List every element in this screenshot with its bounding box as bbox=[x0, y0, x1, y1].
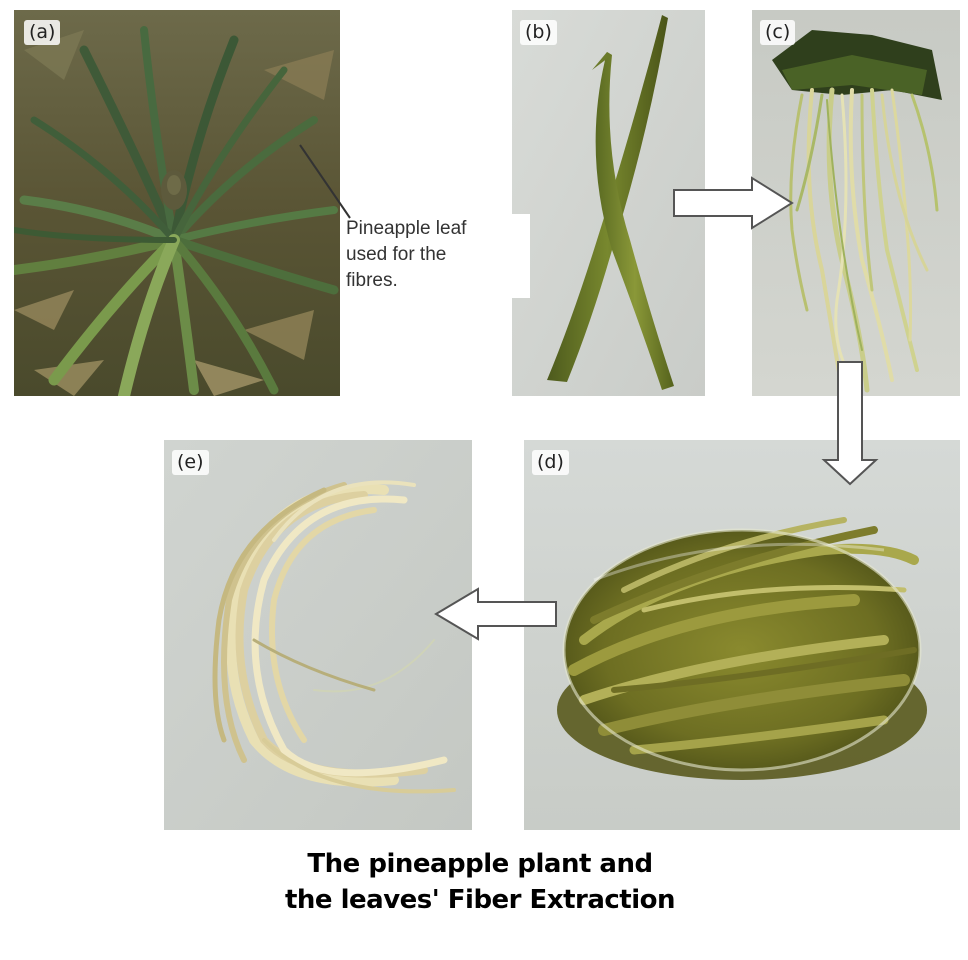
panel-b-pineapple-leaves: (b) bbox=[512, 10, 705, 396]
panel-c-label: (c) bbox=[760, 20, 796, 45]
annotation-line-2: used for the bbox=[346, 244, 447, 265]
figure-caption: The pineapple plant and the leaves' Fibe… bbox=[200, 846, 760, 918]
annotation-line-3: fibres. bbox=[346, 270, 398, 291]
scraped-leaf-fibers-image bbox=[752, 10, 960, 396]
panel-c-scraped-leaf-fibers: (c) bbox=[752, 10, 960, 396]
extracted-fibers-image bbox=[164, 440, 472, 830]
panel-a-pineapple-plant: (a) bbox=[14, 10, 340, 396]
caption-line-2: the leaves' Fiber Extraction bbox=[284, 885, 676, 915]
pineapple-leaves-image bbox=[512, 10, 705, 396]
panel-d-label: (d) bbox=[532, 450, 569, 475]
pineapple-plant-image bbox=[14, 10, 340, 396]
panel-b-label: (b) bbox=[520, 20, 557, 45]
panel-e-extracted-fibers: (e) bbox=[164, 440, 472, 830]
retting-dish-image bbox=[524, 440, 960, 830]
panel-a-label: (a) bbox=[24, 20, 61, 45]
panel-d-retting-dish: (d) bbox=[524, 440, 960, 830]
pineapple-leaf-annotation: Pineapple leaf used for the fibres. bbox=[340, 214, 530, 298]
caption-line-1: The pineapple plant and bbox=[307, 849, 653, 879]
panel-e-label: (e) bbox=[172, 450, 209, 475]
annotation-line-1: Pineapple leaf bbox=[346, 218, 467, 239]
